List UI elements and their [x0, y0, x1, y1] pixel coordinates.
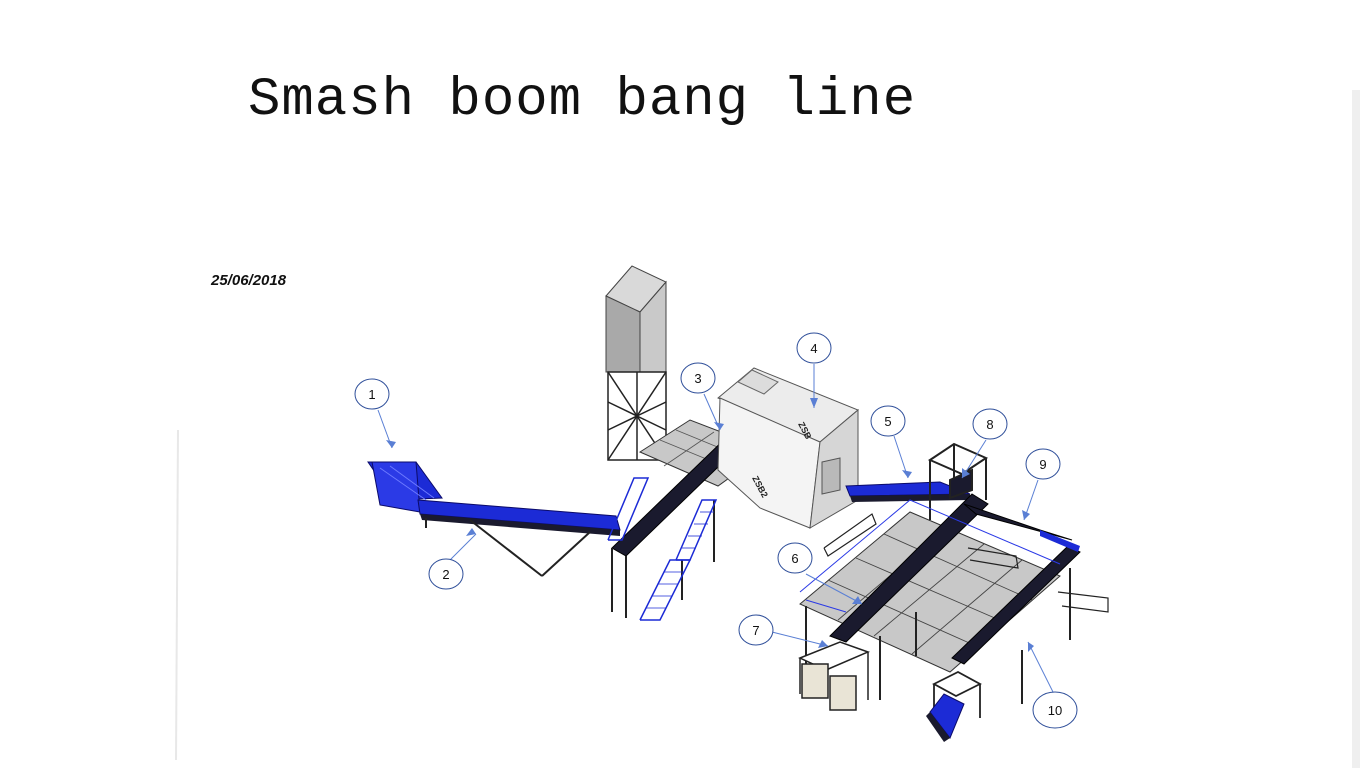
discharge-conveyor — [963, 503, 1080, 552]
callout-2: 2 — [428, 558, 464, 590]
callout-5: 5 — [870, 405, 906, 437]
callout-4-label: 4 — [810, 341, 817, 356]
callout-2-label: 2 — [442, 567, 449, 582]
infeed-hopper — [367, 461, 443, 513]
callout-6-label: 6 — [791, 551, 798, 566]
callout-1-label: 1 — [368, 387, 375, 402]
silo — [605, 265, 667, 461]
callout-7: 7 — [738, 614, 774, 646]
callout-6: 6 — [777, 542, 813, 574]
skip-container — [926, 670, 982, 742]
sorting-tower — [927, 442, 989, 520]
callout-7-label: 7 — [752, 623, 759, 638]
sorting-platform — [799, 493, 1109, 704]
outfeed-conveyor — [845, 481, 971, 502]
bagging-station — [798, 641, 871, 711]
callout-10-label: 10 — [1048, 703, 1062, 718]
slide-title: Smash boom bang line — [248, 70, 917, 131]
right-edge-shadow — [1352, 90, 1360, 768]
callout-8: 8 — [972, 408, 1008, 440]
callout-9: 9 — [1025, 448, 1061, 480]
callout-8-label: 8 — [986, 417, 993, 432]
left-edge-line — [175, 429, 179, 761]
callout-4: 4 — [796, 332, 832, 364]
callout-5-label: 5 — [884, 414, 891, 429]
callout-arrowheads — [386, 398, 1034, 652]
slide-date: 25/06/2018 — [211, 272, 287, 289]
callout-9-label: 9 — [1039, 457, 1046, 472]
callout-1: 1 — [354, 378, 390, 410]
callout-10: 10 — [1032, 691, 1078, 729]
callout-3: 3 — [680, 362, 716, 394]
inclined-conveyor — [417, 499, 621, 577]
shredder-housing: ZSB2 ZSB — [717, 367, 859, 529]
callout-3-label: 3 — [694, 371, 701, 386]
